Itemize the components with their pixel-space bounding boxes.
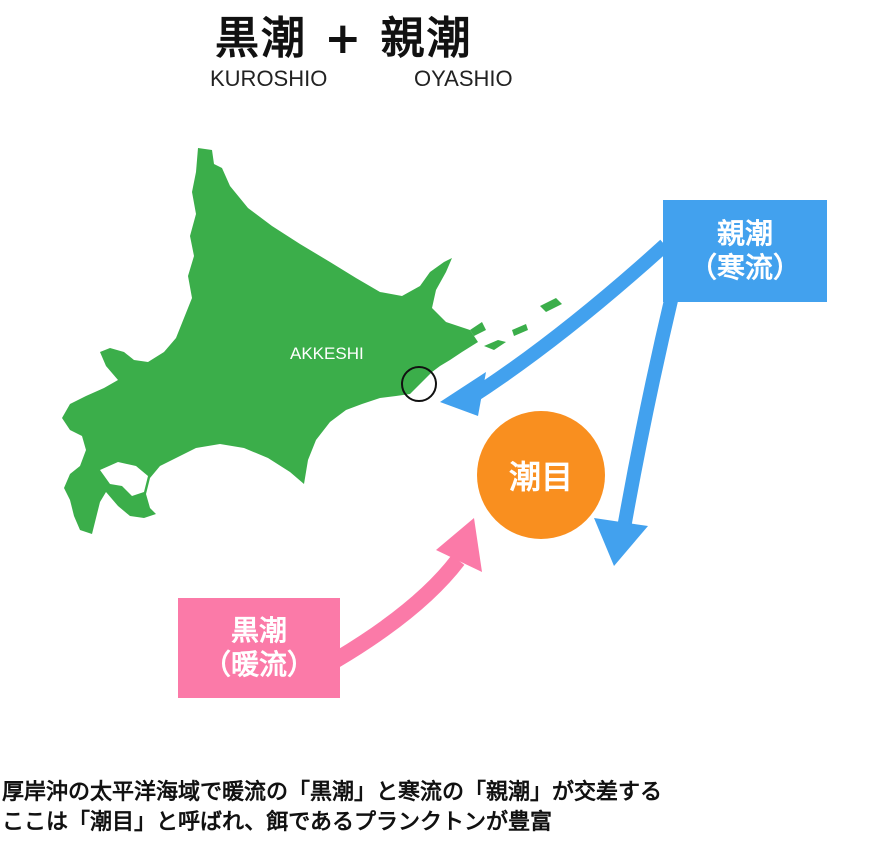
- kuroshio-box-line1: 黒潮: [230, 614, 287, 648]
- shiome-label: 潮目: [508, 458, 573, 496]
- akkeshi-marker: [401, 366, 437, 402]
- kuril-island: [512, 324, 528, 336]
- oyashio-arrowhead-left: [440, 372, 486, 416]
- oyashio-box-line1: 親潮: [716, 217, 773, 251]
- hokkaido-landmass: [62, 148, 478, 534]
- kuroshio-arrowhead: [436, 518, 482, 572]
- oyashio-romaji: OYASHIO: [414, 66, 513, 91]
- kuril-island: [470, 322, 486, 336]
- page-title: 黒潮 + 親潮: [215, 13, 473, 64]
- uchiura-bay: [100, 462, 148, 496]
- caption-line1: 厚岸沖の太平洋海域で暖流の「黒潮」と寒流の「親潮」が交差する: [2, 780, 663, 805]
- oyashio-arrow-down: [617, 294, 679, 530]
- oyashio-box-line2: （寒流）: [688, 251, 801, 284]
- oyashio-arrow-to-shiome: [466, 239, 670, 404]
- kuril-island: [484, 340, 506, 350]
- oyashio-box: 親潮 （寒流）: [663, 200, 827, 302]
- shiome-circle: 潮目: [477, 411, 605, 539]
- kuroshio-romaji: KUROSHIO: [210, 66, 328, 91]
- kuroshio-arrow: [331, 555, 465, 667]
- kuroshio-box: 黒潮 （暖流）: [178, 598, 340, 698]
- caption-line2: ここは「潮目」と呼ばれ、餌であるプランクトンが豊富: [2, 810, 553, 835]
- caption: 厚岸沖の太平洋海域で暖流の「黒潮」と寒流の「親潮」が交差する ここは「潮目」と呼…: [2, 778, 662, 838]
- kuroshio-box-line2: （暖流）: [202, 648, 315, 681]
- oyashio-arrowhead-down: [594, 518, 648, 566]
- kuril-island: [540, 298, 562, 312]
- akkeshi-label: AKKESHI: [290, 344, 364, 363]
